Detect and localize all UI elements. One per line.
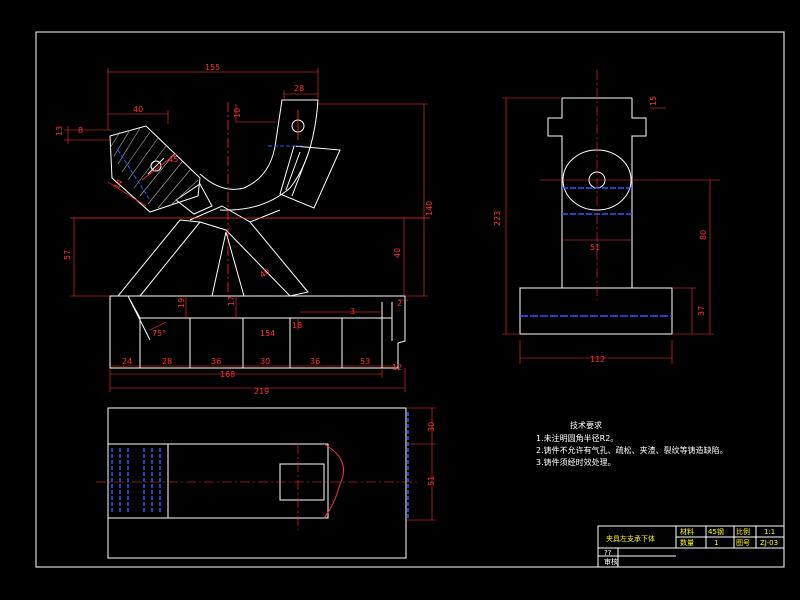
clamp-block-right — [279, 145, 341, 209]
material-value: 45钢 — [708, 527, 724, 536]
cradle-arc — [199, 99, 319, 211]
quantity-label: 数量 — [680, 538, 694, 547]
quantity-value: 1 — [714, 539, 718, 547]
dim-30-top: 30 — [427, 422, 436, 432]
side-view-dimensions: 223 15 51 80 37 112 — [493, 96, 708, 364]
scale-value: 1:1 — [764, 528, 775, 536]
dim-40-top: 40 — [133, 105, 143, 114]
dim-53: 53 — [360, 357, 370, 366]
dim-19: 19 — [177, 298, 186, 308]
dim-36-a: 36 — [211, 357, 221, 366]
dim-57: 57 — [63, 250, 72, 260]
title-block: 夹具左支承下体 材料 45钢 比例 1:1 数量 1 图号 ZJ-03 ?? 审… — [597, 525, 785, 568]
dim-3: 3 — [350, 307, 355, 316]
dim-14: 14 — [112, 178, 125, 191]
tech-requirement-3: 3.铸件须经时效处理。 — [536, 457, 616, 467]
top-arc — [323, 443, 344, 519]
scale-label: 比例 — [736, 527, 750, 536]
top-view-dimensions: 30 51 — [427, 422, 436, 486]
part-name: 夹具左支承下体 — [606, 534, 655, 543]
material-label: 材料 — [680, 527, 694, 536]
dim-140: 140 — [425, 201, 434, 216]
dim-168: 168 — [220, 370, 235, 379]
dim-80: 80 — [699, 230, 708, 240]
tech-requirements: 技术要求 1.未注明圆角半径R2。 2.铸件不允许有气孔、疏松、夹渣、裂纹等铸造… — [536, 420, 728, 467]
dim-51-top: 51 — [427, 476, 436, 486]
dim-223: 223 — [493, 211, 502, 226]
tech-requirement-2: 2.铸件不允许有气孔、疏松、夹渣、裂纹等铸造缺陷。 — [536, 445, 728, 455]
tech-requirement-1: 1.未注明圆角半径R2。 — [536, 433, 618, 443]
clamp-block-left — [109, 125, 201, 213]
dim-2: 2 — [397, 299, 402, 308]
dim-15: 15 — [649, 96, 658, 106]
dim-154: 154 — [260, 329, 275, 338]
dim-219: 219 — [254, 387, 269, 396]
side-base — [519, 287, 673, 335]
drawing-number-label: 图号 — [736, 539, 750, 547]
drawing-border — [35, 31, 785, 568]
unknown-cell: ?? — [604, 549, 612, 557]
dim-12: 12 — [392, 363, 402, 372]
drawing-number-value: ZJ-03 — [760, 539, 778, 547]
checker-label: 审核 — [604, 557, 618, 566]
dim-28-top: 28 — [294, 84, 304, 93]
dim-13: 13 — [55, 126, 64, 136]
dim-51-side: 51 — [590, 243, 600, 252]
dim-45: 45 — [168, 155, 178, 164]
dim-10: 10 — [233, 108, 242, 118]
dim-36-b: 36 — [310, 357, 320, 366]
dim-17: 17 — [227, 296, 236, 306]
tech-requirements-title: 技术要求 — [570, 420, 602, 430]
dim-8: 8 — [78, 126, 83, 135]
front-view-dimensions: 155 40 28 13 8 10 45 14 57 140 40 40 19 … — [55, 63, 434, 396]
dim-18: 18 — [292, 321, 302, 330]
dim-28-bottom: 28 — [162, 357, 172, 366]
dim-75-degrees: 75° — [152, 329, 166, 338]
top-view — [107, 407, 407, 559]
dim-112: 112 — [590, 355, 605, 364]
dim-155: 155 — [205, 63, 220, 72]
dim-24: 24 — [122, 357, 132, 366]
dim-37: 37 — [697, 306, 706, 316]
dim-40-right: 40 — [393, 248, 402, 258]
dim-30: 30 — [260, 357, 270, 366]
